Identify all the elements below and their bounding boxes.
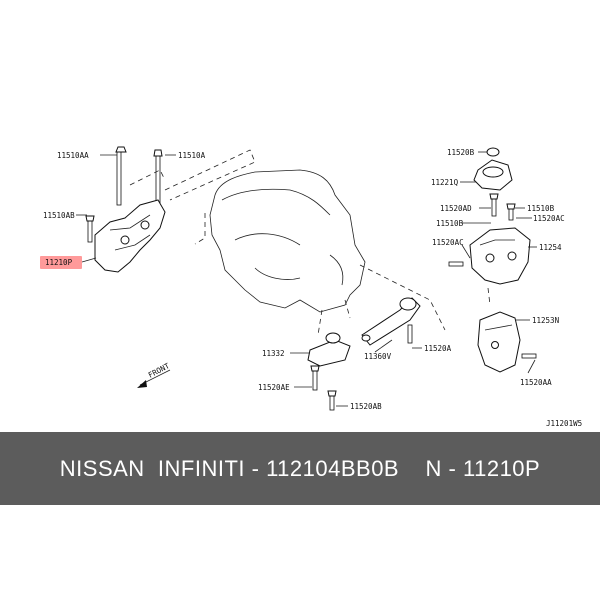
mount-bracket-11254 <box>448 227 531 306</box>
label-11253n: 11253N <box>532 316 559 325</box>
label-11520ac: 11520AC <box>533 214 565 223</box>
label-11510b-2: 11510B <box>436 219 464 228</box>
label-11510aa: 11510AA <box>57 151 89 160</box>
leader-lines <box>76 151 537 407</box>
highlight-11210p <box>40 256 82 269</box>
label-11520ae: 11520AE <box>258 383 290 392</box>
label-11332: 11332 <box>262 349 285 358</box>
label-11520ac-2: 11520AC <box>432 238 464 247</box>
rear-mount-bracket-11332 <box>307 332 351 411</box>
engine-mount-insulator-11221q <box>473 147 513 191</box>
engine-outline <box>164 149 446 336</box>
part-number-text: NISSAN INFINITI - 112104BB0B N - 11210P <box>59 455 541 481</box>
svg-text:FRONT: FRONT <box>147 361 172 380</box>
parts-diagram: FRONT 11510AA 11510A 11510AB 11210P 1152… <box>40 146 582 428</box>
torque-rod-11360v <box>361 297 421 346</box>
bolt-11520ac <box>506 203 516 221</box>
engine-mount-bracket-11210p <box>85 146 166 273</box>
front-arrow-icon: FRONT <box>137 361 171 388</box>
label-11360v: 11360V <box>364 352 392 361</box>
label-11510ab: 11510AB <box>43 211 75 220</box>
label-11510a: 11510A <box>178 151 206 160</box>
label-11510b: 11510B <box>527 204 555 213</box>
diagram-reference-code: J11201W5 <box>546 419 582 428</box>
label-11221q: 11221Q <box>431 178 459 187</box>
mount-bracket-11253n <box>477 311 537 373</box>
label-11520aa: 11520AA <box>520 378 552 387</box>
part-number-banner: NISSAN INFINITI - 112104BB0B N - 11210P <box>0 432 600 505</box>
part-labels: 11510AA 11510A 11510AB 11210P 11520B 112… <box>43 148 582 428</box>
label-11520ab: 11520AB <box>350 402 382 411</box>
label-11520ad: 11520AD <box>440 204 472 213</box>
label-11254: 11254 <box>539 243 562 252</box>
label-11520a: 11520A <box>424 344 452 353</box>
bolt-11520ad <box>489 193 499 217</box>
label-11520b: 11520B <box>447 148 475 157</box>
label-11210p: 11210P <box>45 258 73 267</box>
